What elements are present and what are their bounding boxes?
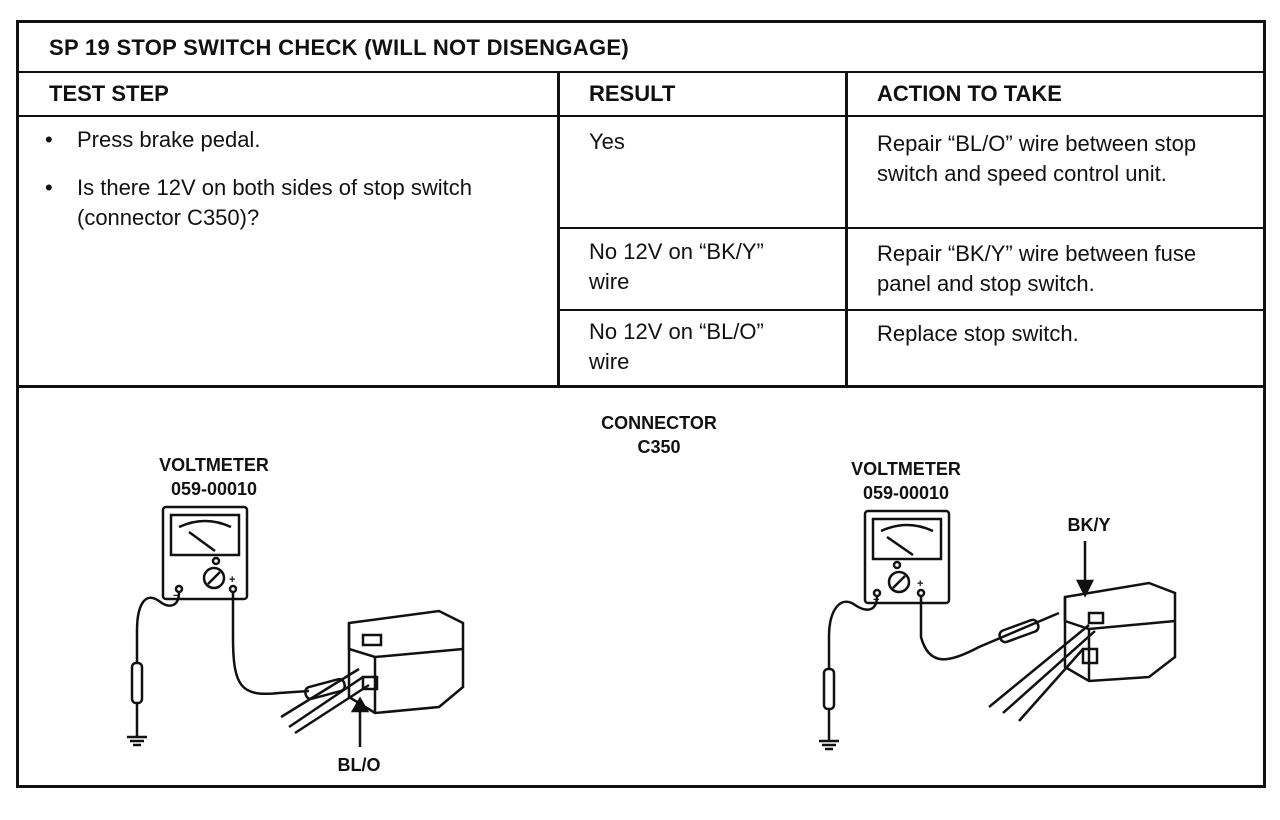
right-connector-icon xyxy=(988,581,1177,722)
result-yes: Yes xyxy=(589,129,625,154)
diagram-drawing: − + − + xyxy=(127,505,1177,751)
left-voltmeter-part: 059-00010 xyxy=(170,479,258,499)
right-plus-sign: + xyxy=(917,578,923,590)
left-voltmeter-name: VOLTMETER xyxy=(159,455,269,475)
procedure-title: SP 19 STOP SWITCH CHECK (WILL NOT DISENG… xyxy=(49,35,629,60)
right-positive-lead xyxy=(919,596,1060,661)
column-divider-1 xyxy=(557,73,560,387)
row-divider-1 xyxy=(559,227,1263,229)
left-positive-lead xyxy=(231,592,310,695)
result-no-blo: No 12V on “BL/O” wire xyxy=(589,319,764,374)
left-minus-sign: − xyxy=(173,590,179,602)
header-result: RESULT xyxy=(559,73,847,117)
bullet-dot: • xyxy=(45,175,53,200)
title-row: SP 19 STOP SWITCH CHECK (WILL NOT DISENG… xyxy=(19,23,1263,73)
connector-label-line2: C350 xyxy=(637,437,681,457)
bky-wire-label: BK/Y xyxy=(1067,515,1111,535)
diagram-divider xyxy=(19,385,1263,388)
result-no-bky: No 12V on “BK/Y” wire xyxy=(589,239,764,294)
action-repair-bky: Repair “BK/Y” wire between fuse panel an… xyxy=(877,241,1197,296)
right-voltmeter-icon xyxy=(863,509,951,605)
action-replace-switch: Replace stop switch. xyxy=(877,321,1079,346)
left-negative-lead xyxy=(135,591,181,663)
right-voltmeter-label: VOLTMETER 059-00010 xyxy=(821,457,991,505)
connector-label: CONNECTOR C350 xyxy=(579,411,739,459)
bullet-dot: • xyxy=(45,127,53,152)
header-action: ACTION TO TAKE xyxy=(847,73,1263,117)
right-voltmeter-name: VOLTMETER xyxy=(851,459,961,479)
header-test-step-label: TEST STEP xyxy=(49,81,169,106)
wiring-diagram: CONNECTOR C350 VOLTMETER 059-00010 VOLTM… xyxy=(19,387,1263,785)
connector-label-line1: CONNECTOR xyxy=(601,413,717,433)
test-step-1: Press brake pedal. xyxy=(77,127,261,152)
left-voltmeter-label: VOLTMETER 059-00010 xyxy=(129,453,299,501)
test-procedure-card: SP 19 STOP SWITCH CHECK (WILL NOT DISENG… xyxy=(16,20,1266,788)
column-divider-2 xyxy=(845,73,848,387)
blo-wire-label: BL/O xyxy=(337,755,381,775)
right-minus-sign: − xyxy=(873,594,879,606)
right-negative-lead xyxy=(827,595,879,669)
left-connector-icon xyxy=(280,609,465,735)
right-voltmeter-part: 059-00010 xyxy=(862,483,950,503)
action-repair-blo: Repair “BL/O” wire between stop switch a… xyxy=(877,131,1197,186)
row-divider-2 xyxy=(559,309,1263,311)
left-plus-sign: + xyxy=(229,574,235,586)
header-result-label: RESULT xyxy=(589,81,676,106)
header-test-step: TEST STEP xyxy=(19,73,559,117)
header-action-label: ACTION TO TAKE xyxy=(877,81,1062,106)
test-step-2: Is there 12V on both sides of stop switc… xyxy=(77,175,473,230)
